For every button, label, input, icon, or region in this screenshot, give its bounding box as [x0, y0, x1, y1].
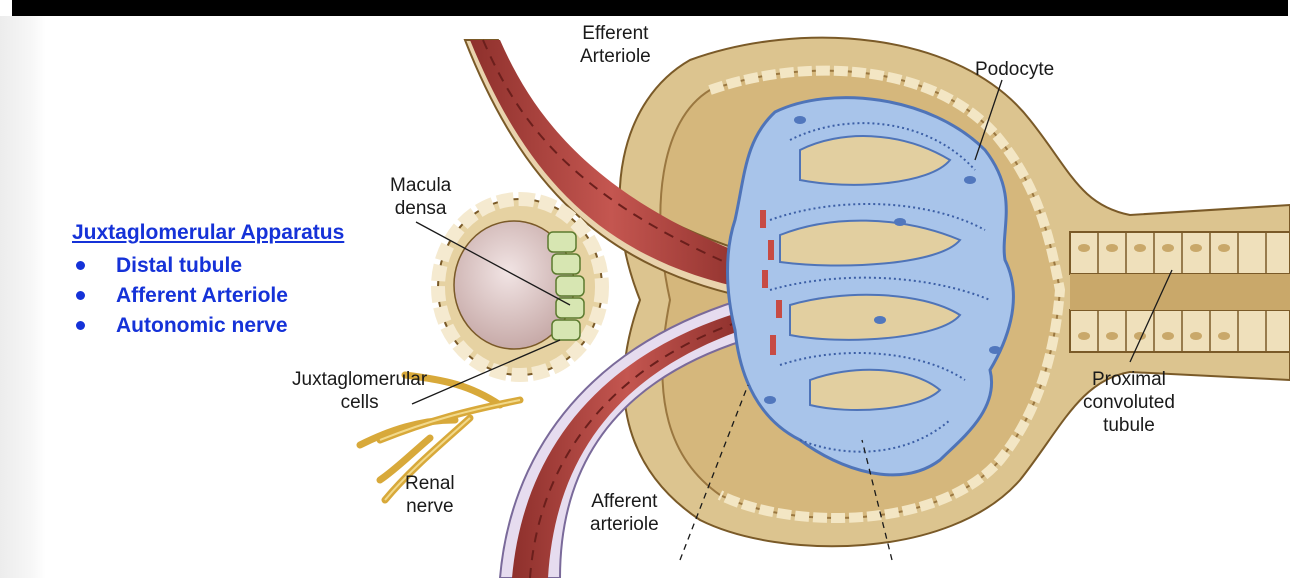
- label-podocyte: Podocyte: [975, 59, 1055, 80]
- label-proximal-convoluted-tubule: Proximal convoluted tubule: [1083, 369, 1175, 436]
- top-border-bar: [12, 0, 1288, 16]
- bullet-icon: [76, 290, 85, 300]
- juxtaglomerular-annotation: Juxtaglomerular Apparatus Distal tubule …: [72, 220, 344, 340]
- bullet-icon: [76, 320, 85, 330]
- leader-lines: [411, 79, 1173, 561]
- annotation-item: Autonomic nerve: [72, 310, 344, 340]
- bullet-icon: [76, 260, 85, 270]
- macula-densa-cells: [547, 231, 585, 341]
- glomerulus: [726, 96, 1015, 477]
- annotation-list: Distal tubule Afferent Arteriole Autonom…: [72, 250, 344, 340]
- annotation-item: Afferent Arteriole: [72, 280, 344, 310]
- annotation-title: Juxtaglomerular Apparatus: [72, 221, 345, 244]
- annotation-item: Distal tubule: [72, 250, 344, 280]
- left-margin-shade: [0, 16, 46, 578]
- distal-tubule: [431, 192, 609, 382]
- proximal-tubule: [1069, 231, 1290, 353]
